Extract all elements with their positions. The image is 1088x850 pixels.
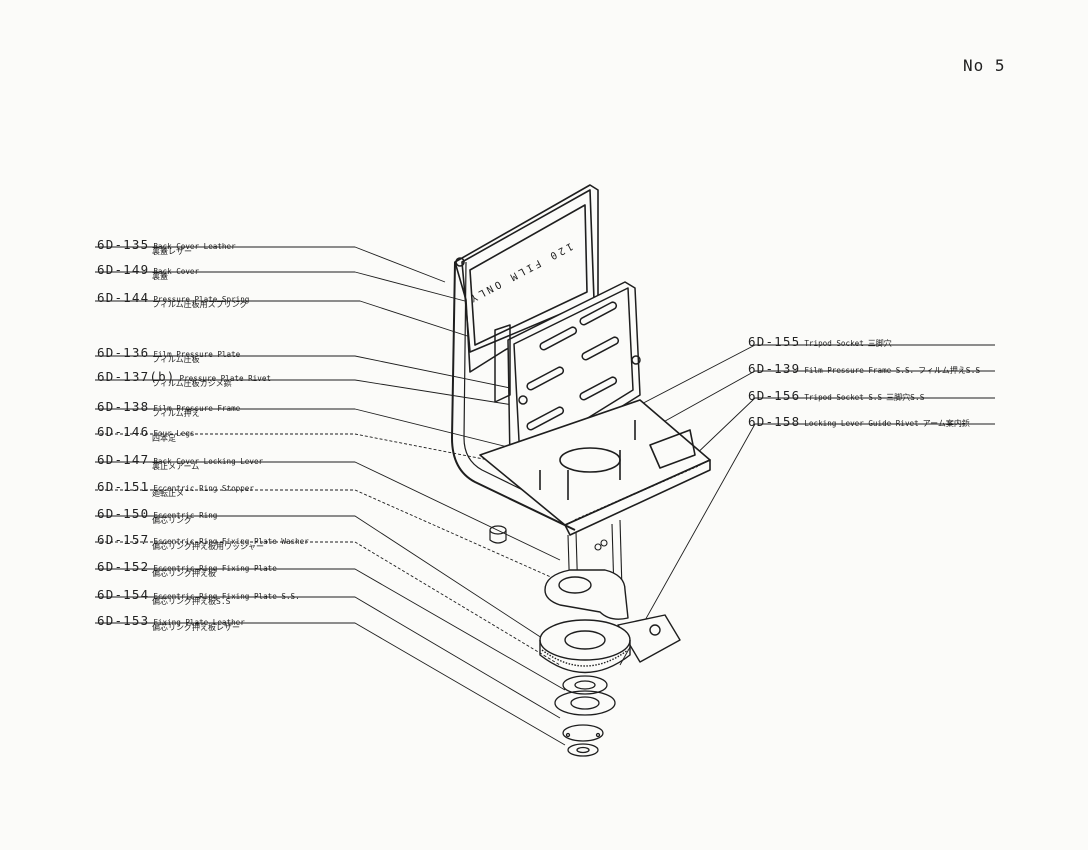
tripod-socket [489, 525, 507, 544]
fixing-plates [554, 675, 616, 757]
eccentric-ring [539, 619, 631, 674]
sheet-number: No 5 [963, 56, 1006, 75]
film-pressure-plate [494, 281, 641, 471]
film-pressure-frame-base [479, 399, 711, 536]
locking-lever [544, 569, 681, 663]
part-label-6d-137: 6D-137(b)Pressure Plate Rivet フィルム圧板カシメ鋲 [97, 369, 271, 388]
leader-lines-right [619, 344, 995, 666]
